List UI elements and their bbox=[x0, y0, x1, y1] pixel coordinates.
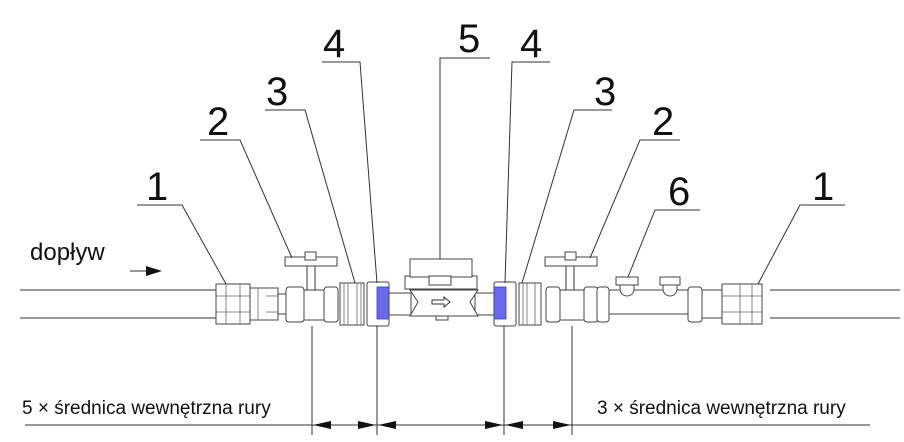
downstream-distance-label: 3 × średnica wewnętrzna rury bbox=[597, 398, 846, 419]
callout-3-left: 3 bbox=[266, 70, 288, 114]
callout-3-right: 3 bbox=[594, 70, 616, 114]
callout-2-left: 2 bbox=[207, 100, 229, 144]
left-pipe-coupling bbox=[215, 283, 279, 325]
left-strainer bbox=[339, 282, 365, 326]
inlet-pipe bbox=[20, 289, 218, 319]
right-strainer bbox=[518, 282, 542, 326]
callout-leaders bbox=[137, 57, 845, 285]
tee-fitting bbox=[608, 276, 690, 315]
callout-4-left: 4 bbox=[323, 22, 345, 66]
callout-4-right: 4 bbox=[520, 22, 542, 66]
dimension-lines bbox=[25, 326, 870, 435]
flow-label: dopływ bbox=[30, 239, 105, 266]
callout-1-right: 1 bbox=[812, 165, 834, 209]
callout-2-right: 2 bbox=[652, 100, 674, 144]
water-meter bbox=[388, 258, 498, 321]
left-ball-valve bbox=[277, 251, 339, 323]
flow-arrow-icon bbox=[130, 266, 162, 276]
outlet-pipe bbox=[770, 289, 900, 319]
right-union-nut-with-gasket bbox=[493, 281, 517, 327]
upstream-distance-label: 5 × średnica wewnętrzna rury bbox=[22, 398, 271, 419]
callout-6: 6 bbox=[668, 170, 690, 214]
left-union-nut-with-gasket bbox=[366, 281, 390, 327]
right-ball-valve bbox=[544, 251, 610, 323]
right-pipe-coupling bbox=[687, 283, 763, 325]
callout-1-left: 1 bbox=[146, 165, 168, 209]
callout-5: 5 bbox=[458, 17, 480, 61]
